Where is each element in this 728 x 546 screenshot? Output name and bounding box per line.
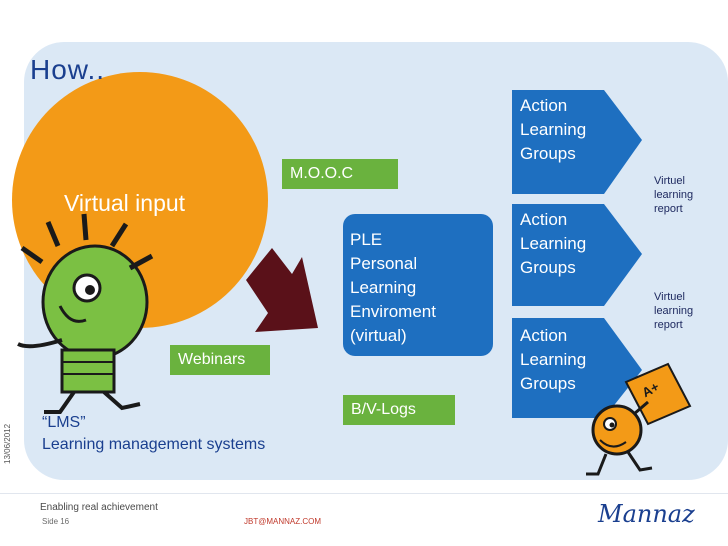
action-group-line: Groups [520, 374, 576, 393]
ple-line: Personal [350, 254, 418, 273]
footer-brand: Enabling real achievement [40, 502, 158, 513]
lms-title: “LMS” [42, 414, 86, 431]
webinars-box: Webinars [170, 345, 270, 375]
ple-text: PLE Personal Learning Enviroment (virtua… [350, 228, 436, 348]
action-group-2: Action Learning Groups [520, 208, 586, 280]
mannaz-logo: Mannaz [598, 500, 695, 528]
action-group-line: Learning [520, 120, 587, 139]
ple-box [343, 214, 493, 356]
action-group-line: Action [520, 210, 568, 229]
action-group-line: Learning [520, 350, 587, 369]
action-group-1: Action Learning Groups [520, 94, 586, 166]
virtuel-report-line: report [654, 319, 683, 331]
virtuel-report-line: Virtuel [654, 291, 685, 303]
slide-date: 13/06/2012 [3, 423, 12, 464]
action-group-3: Action Learning Groups [520, 324, 586, 396]
virtuel-report-line: Virtuel [654, 175, 685, 187]
student-character-icon [586, 362, 692, 476]
action-group-line: Groups [520, 144, 576, 163]
mooc-box: M.O.O.C [282, 159, 398, 189]
action-group-line: Action [520, 326, 568, 345]
virtuel-report-1: Virtuel learning report [654, 174, 693, 216]
action-group-chevron-3 [512, 318, 642, 418]
lms-caption: “LMS” Learning management systems [42, 412, 265, 456]
footer-email: JBT@MANNAZ.COM [244, 517, 322, 526]
lms-subtitle: Learning management systems [42, 436, 266, 453]
action-group-line: Action [520, 96, 568, 115]
slide-number: Side 16 [42, 517, 70, 526]
ple-line: Enviroment [350, 302, 436, 321]
action-group-line: Learning [520, 234, 587, 253]
input-arrow [246, 248, 318, 332]
ple-line: (virtual) [350, 326, 407, 345]
virtuel-report-2: Virtuel learning report [654, 290, 693, 332]
footer-divider [0, 493, 728, 494]
virtuel-report-line: learning [654, 305, 694, 317]
action-group-chevron-1 [512, 90, 642, 194]
virtual-input-label: Virtual input [64, 190, 186, 216]
virtuel-report-line: learning [654, 189, 694, 201]
blogs-box: B/V-Logs [343, 395, 455, 425]
lightbulb-character-icon [17, 213, 154, 414]
ple-line: PLE [350, 230, 383, 249]
action-group-line: Groups [520, 258, 576, 277]
virtuel-report-line: report [654, 203, 683, 215]
slide-title: How.. [30, 54, 106, 85]
ple-line: Learning [350, 278, 417, 297]
action-group-chevron-2 [512, 204, 642, 306]
